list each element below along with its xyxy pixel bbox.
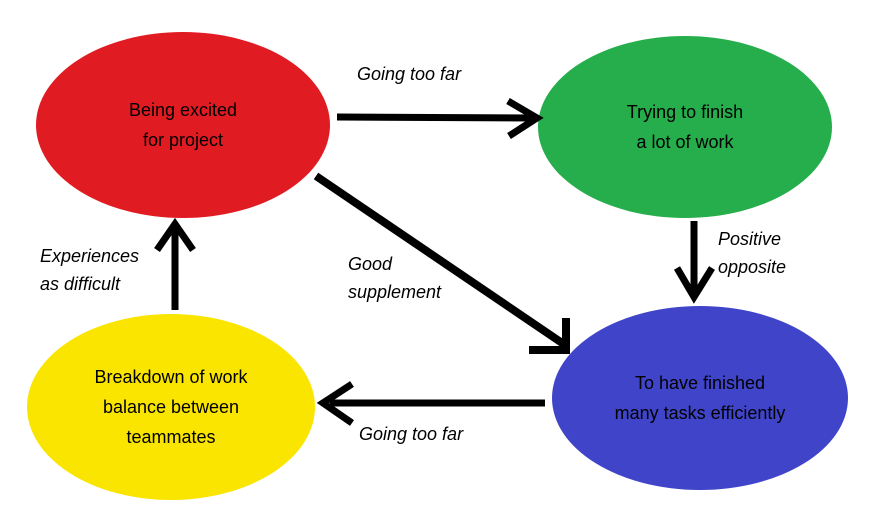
- node-shape-trying-to-finish[interactable]: [538, 36, 832, 218]
- node-shape-breakdown-of-work[interactable]: [27, 314, 315, 500]
- arrow-breakdown-to-excited[interactable]: [154, 217, 196, 310]
- node-shape-being-excited[interactable]: [36, 32, 330, 218]
- arrow-excited-to-trying[interactable]: [336, 97, 544, 139]
- arrow-finished-to-breakdown[interactable]: [316, 381, 545, 426]
- arrow-trying-to-finished[interactable]: [673, 221, 715, 304]
- edge-label-positive-opposite: Positive opposite: [718, 229, 787, 277]
- edge-label-going-too-far-top: Going too far: [357, 64, 462, 84]
- arrow-excited-to-finished[interactable]: [313, 172, 571, 354]
- node-shape-to-have-finished[interactable]: [552, 306, 848, 490]
- edge-label-good-supplement: Good supplement: [348, 254, 442, 302]
- edge-label-experiences-as-difficult: Experiences as difficult: [40, 246, 140, 294]
- edge-label-going-too-far-bottom: Going too far: [359, 424, 464, 444]
